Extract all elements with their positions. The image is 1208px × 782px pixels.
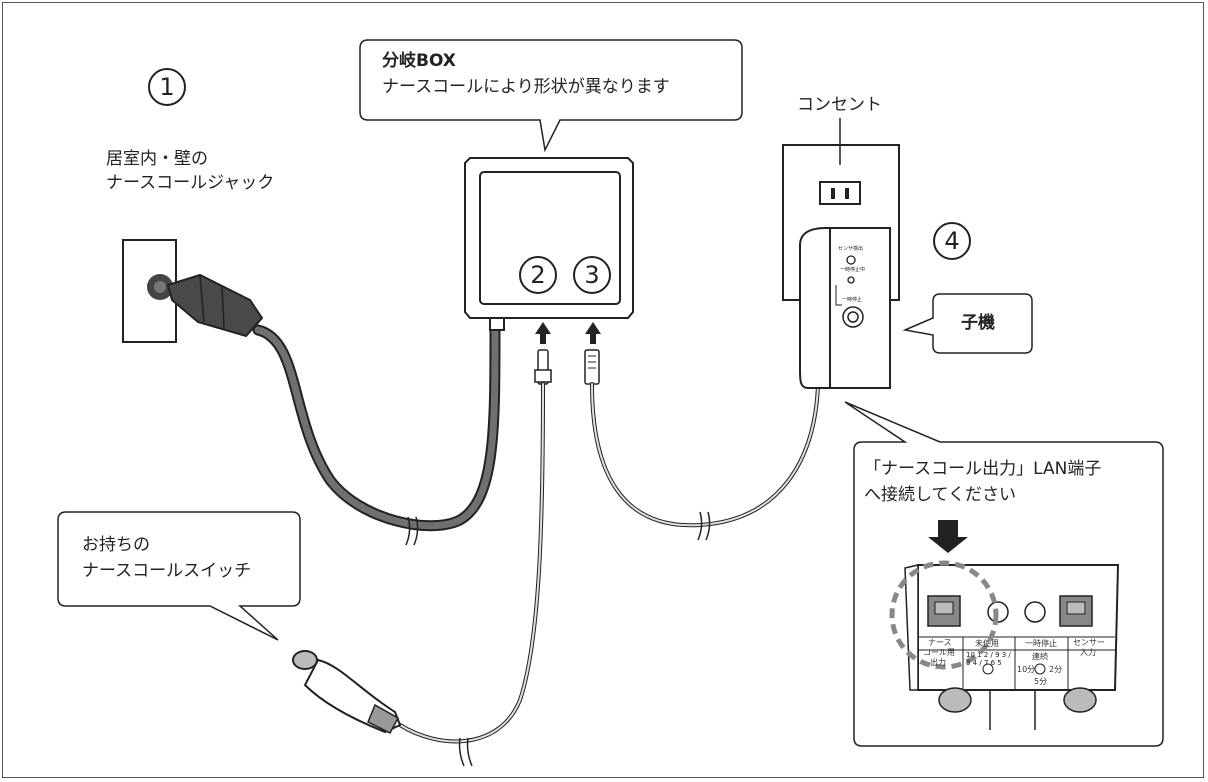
panel-nurse-output-3: 出力	[930, 658, 946, 667]
wall-jack	[122, 239, 177, 343]
branch-box-note: ナースコールにより形状が異なります	[382, 77, 670, 97]
child-unit	[799, 227, 891, 389]
marker-4: 4	[933, 222, 971, 260]
marker-1: 1	[148, 68, 186, 106]
panel-continuous: 連続	[1032, 652, 1048, 661]
child-pause: 一時停止	[842, 297, 863, 303]
bubble-branch-box	[359, 39, 743, 153]
panel-dial-numbers: 10 1 2 / 9 3 / 8 4 / 7 6 5	[966, 651, 1011, 667]
switch-plug	[534, 349, 552, 385]
lan-label-1: 「ナースコール出力」LAN端子	[864, 459, 1102, 479]
panel-nurse-output-2: コール用	[923, 648, 955, 657]
bubble-child-unit	[902, 293, 1033, 354]
wall-plug	[166, 273, 264, 338]
bubble-nurse-switch	[57, 511, 301, 641]
cable-switch	[398, 382, 545, 744]
branch-box	[464, 157, 634, 331]
panel-time-2: 2分	[1049, 665, 1063, 674]
switch-label-1: お持ちの	[82, 535, 150, 555]
panel-time-10: 10分	[1017, 665, 1036, 674]
panel-pause: 一時停止	[1025, 639, 1057, 648]
wall-jack-label-2: ナースコールジャック	[106, 173, 275, 193]
marker-3: 3	[573, 256, 611, 294]
cable-wall-to-box	[252, 324, 501, 532]
outlet-label: コンセント	[797, 95, 882, 115]
switch-label-2: ナースコールスイッチ	[82, 561, 252, 581]
panel-time-5: 5分	[1034, 677, 1048, 686]
insert-arrow-3	[585, 322, 601, 344]
cable-lan	[590, 382, 820, 528]
highlight-circle	[889, 560, 999, 670]
lan-label-2: へ接続してください	[864, 485, 1016, 505]
branch-box-title: 分岐BOX	[382, 51, 456, 71]
insert-arrow-2	[535, 322, 551, 344]
panel-sensor-input-1: センサー	[1073, 638, 1105, 647]
child-sensor-detect: センサ検出	[838, 246, 864, 252]
nurse-call-switch	[292, 650, 402, 734]
wall-jack-label-1: 居室内・壁の	[106, 149, 208, 169]
marker-2: 2	[519, 256, 557, 294]
panel-unused: 未使用	[975, 639, 999, 648]
child-unit-label: 子機	[961, 313, 995, 333]
lan-plug	[584, 349, 600, 385]
child-pausing: 一時停止中	[840, 267, 866, 273]
panel-sensor-input-2: 入力	[1080, 648, 1096, 657]
panel-nurse-output-1: ナース	[928, 638, 952, 647]
down-arrow	[928, 520, 968, 553]
